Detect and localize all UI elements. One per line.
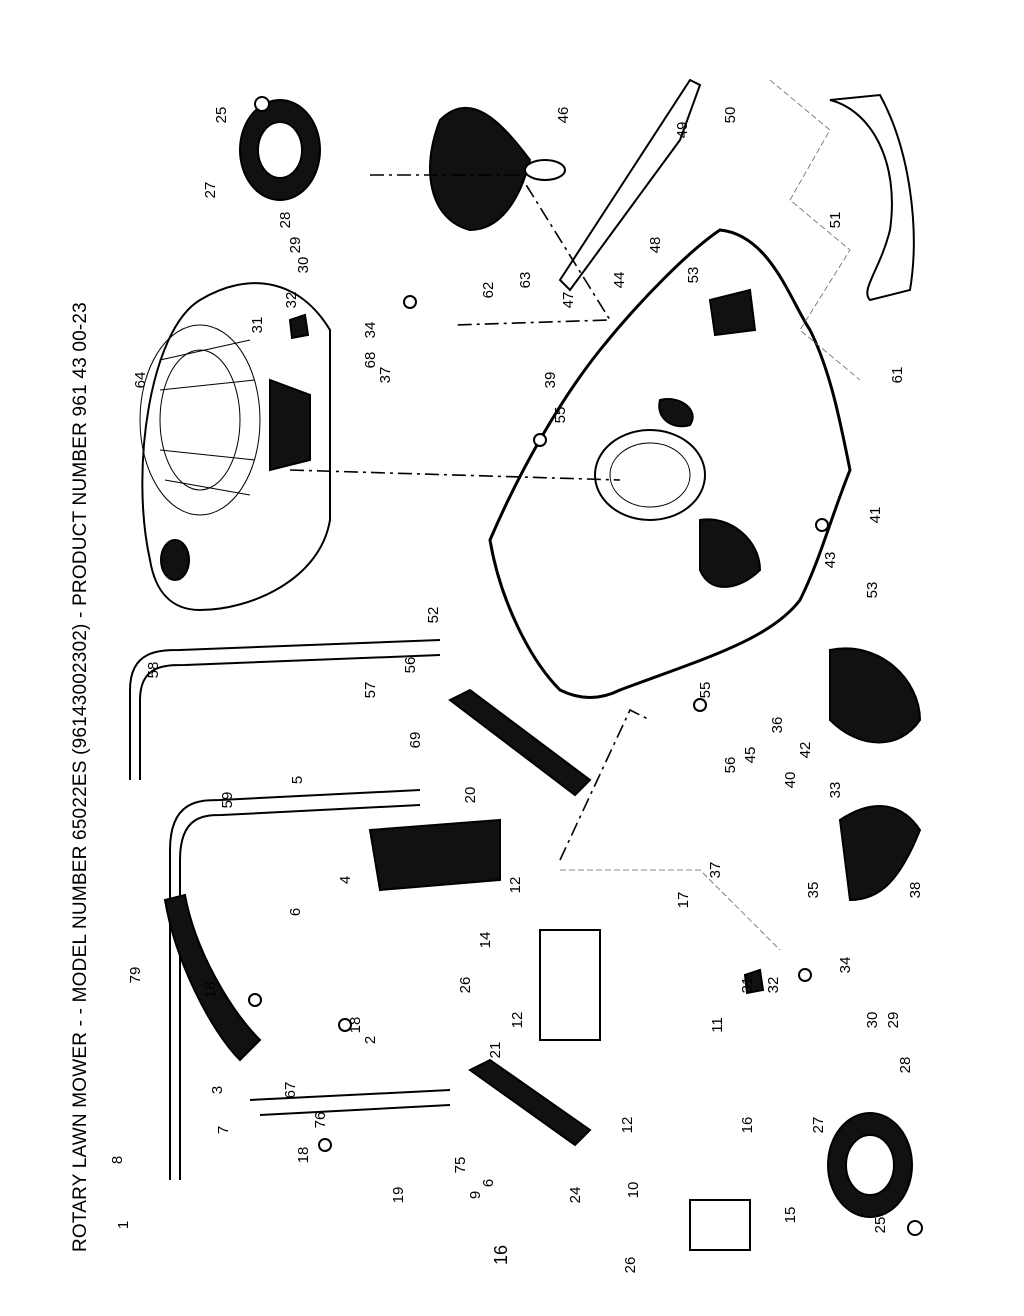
callout-c53a: 53 [685,267,702,284]
callout-c33: 33 [827,782,844,799]
callout-c52: 52 [425,607,442,624]
callout-c39: 39 [542,372,559,389]
callout-c76: 76 [312,1112,329,1129]
callout-c64: 64 [132,372,149,389]
cutting-blade [429,78,915,302]
callout-c38: 38 [907,882,924,899]
handle-assembly [129,639,451,1180]
callout-c10: 10 [625,1182,642,1199]
callout-c63: 63 [517,272,534,289]
callout-c3: 3 [209,1086,226,1094]
callout-c36: 36 [769,717,786,734]
callout-c53b: 53 [864,582,881,599]
callout-c30a: 30 [295,257,312,274]
callout-c58: 58 [145,662,162,679]
callout-c8: 8 [109,1156,126,1164]
callout-c12b: 12 [509,1012,526,1029]
callout-c25a: 25 [213,107,230,124]
callout-c1: 1 [115,1221,132,1229]
callout-c44: 44 [611,272,628,289]
callout-c68: 68 [362,352,379,369]
callout-c55b: 55 [697,682,714,699]
callout-c14: 14 [477,932,494,949]
callout-c61: 61 [889,367,906,384]
callout-c11: 11 [709,1017,726,1033]
callout-c31a: 31 [249,317,266,334]
callout-c79: 79 [127,967,144,984]
callout-c15: 15 [782,1207,799,1224]
callout-c27b: 27 [810,1117,827,1134]
callout-c18c: 18 [295,1147,312,1164]
engine [139,282,331,612]
callout-c18b: 18 [347,1017,364,1034]
callout-c35: 35 [805,882,822,899]
callout-c21: 21 [487,1042,504,1059]
callout-c62: 62 [480,282,497,299]
callout-c20: 20 [462,787,479,804]
callout-c17: 17 [675,892,692,909]
callout-c42: 42 [797,742,814,759]
callout-c34b: 34 [837,957,854,974]
callout-c47: 47 [560,292,577,309]
callout-c9: 9 [467,1191,484,1199]
callout-c2: 2 [362,1036,379,1044]
callout-c32b: 32 [765,977,782,994]
callout-c45: 45 [742,747,759,764]
callout-c67: 67 [282,1082,299,1099]
callout-c48: 48 [647,237,664,254]
callout-c31b: 31 [739,977,756,994]
callout-c24: 24 [567,1187,584,1204]
rear-flap-assembly [239,99,922,1251]
callout-c16: 16 [739,1117,756,1134]
callout-c6b: 6 [480,1179,497,1187]
callout-c28b: 28 [897,1057,914,1074]
callout-c7: 7 [215,1126,232,1134]
callout-c26a: 26 [457,977,474,994]
callout-c18a: 18 [202,982,219,999]
callout-c6a: 6 [287,908,304,916]
callout-c37b: 37 [707,862,724,879]
callout-c34a: 34 [362,322,379,339]
callout-c49: 49 [674,122,691,139]
mower-deck [488,228,852,699]
callout-c29b: 29 [885,1012,902,1029]
callout-c12a: 12 [507,877,524,894]
callout-c59: 59 [219,792,236,809]
callout-c32a: 32 [283,292,300,309]
assembly-lines [289,79,861,951]
callout-c12c: 12 [619,1117,636,1134]
callout-c69: 69 [407,732,424,749]
callout-c40: 40 [782,772,799,789]
callout-c25b: 25 [872,1217,889,1234]
callout-c43: 43 [822,552,839,569]
callout-c55a: 55 [552,407,569,424]
callout-c37a: 37 [377,367,394,384]
callout-c28a: 28 [277,212,294,229]
callout-c19: 19 [390,1187,407,1204]
callout-c56b: 56 [722,757,739,774]
callout-c30b: 30 [864,1012,881,1029]
callout-c4: 4 [337,876,354,884]
callout-c41: 41 [867,507,884,524]
callout-c5: 5 [289,776,306,784]
callout-c57: 57 [362,682,379,699]
callout-c46: 46 [555,107,572,124]
hardware [248,96,923,1236]
callout-c75: 75 [452,1157,469,1174]
callout-c56a: 56 [402,657,419,674]
callout-c29a: 29 [287,237,304,254]
callout-c27a: 27 [202,182,219,199]
callout-c26b: 26 [622,1257,639,1274]
callout-c50: 50 [722,107,739,124]
callout-c51: 51 [827,212,844,229]
